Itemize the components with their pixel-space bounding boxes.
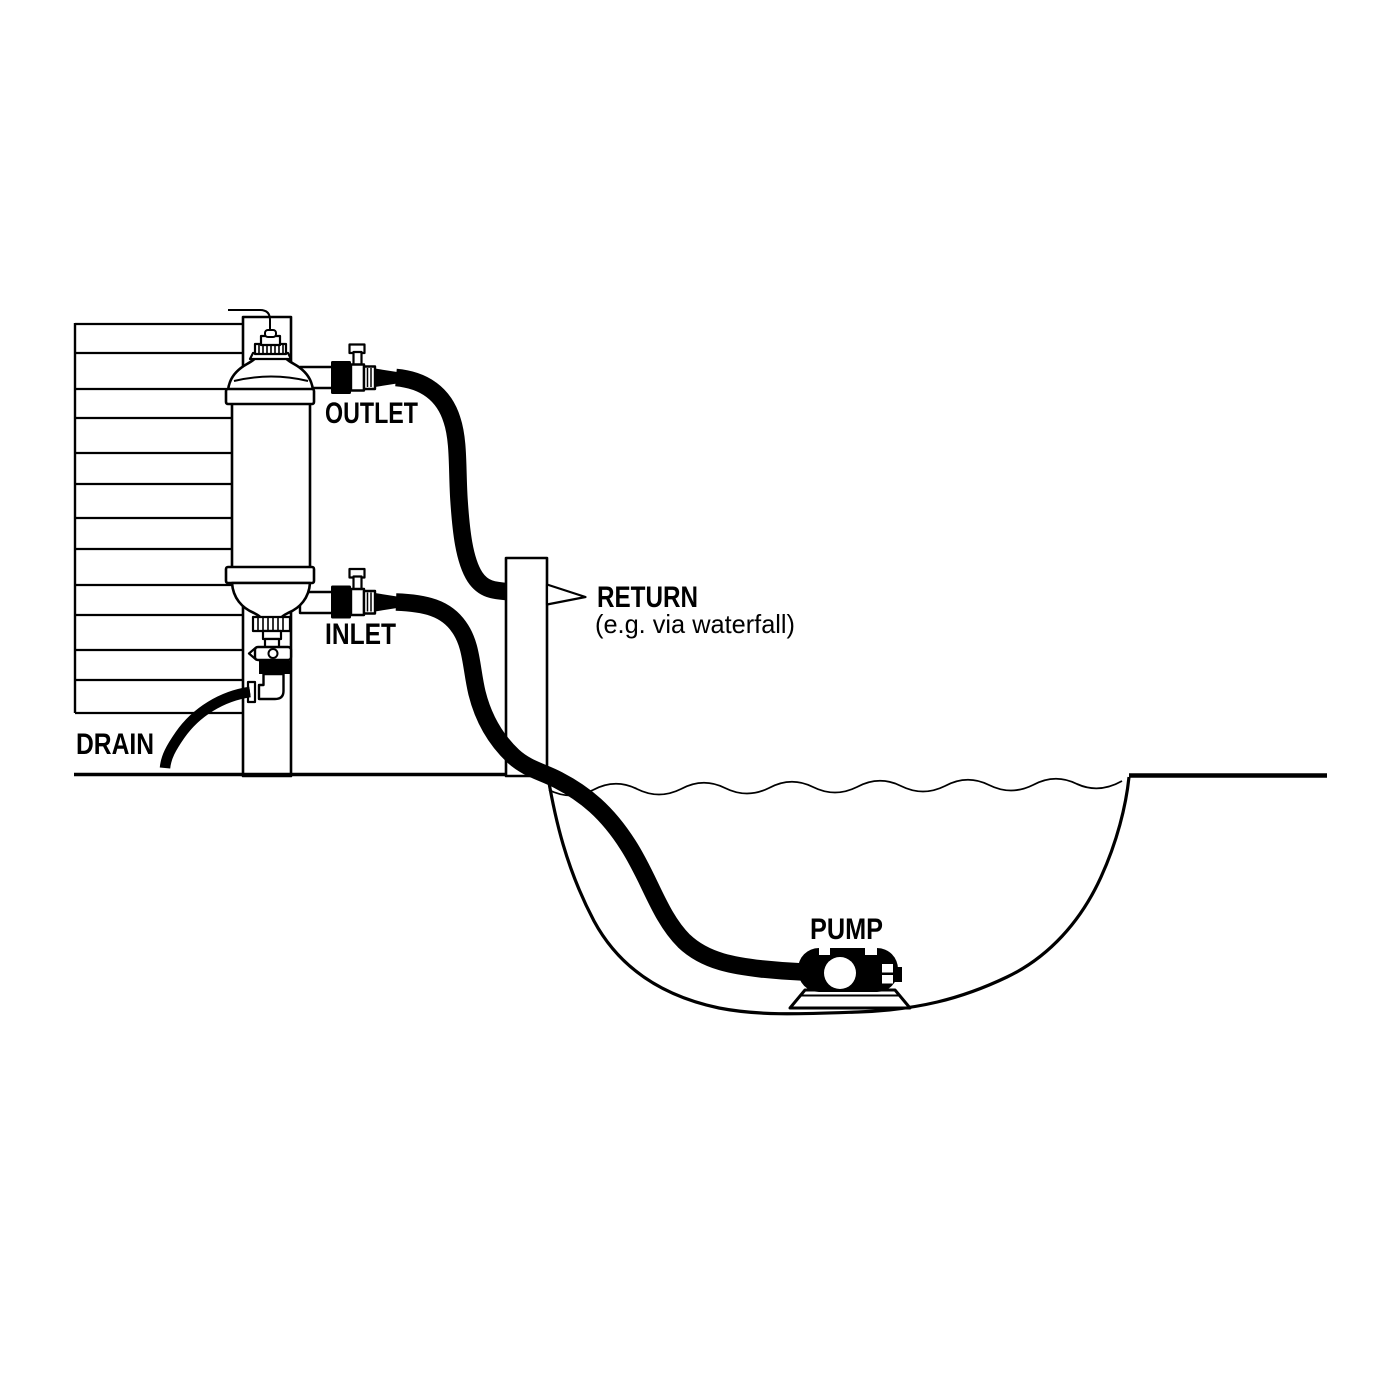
outlet-hose [394,368,515,601]
pump-fitting-lower [882,975,893,984]
pressure-filter [224,329,335,704]
filter-cap-thread-ribs [258,345,284,353]
inlet-union-ribs [366,592,372,612]
drain-valve-knob [267,648,279,659]
return-label: RETURN [597,581,698,614]
labels: OUTLET INLET DRAIN RETURN (e.g. via wate… [76,397,883,946]
return-pillar-body [504,556,549,778]
outlet-union-collar [362,365,377,391]
filter-bottom-ring [224,565,316,585]
drain-elbow [257,672,285,701]
inlet-hose-barb [375,593,397,612]
filter-body [230,401,312,570]
pump-connector-ribs [807,958,819,986]
inlet-valve-body [349,587,366,617]
inlet-barb-ribs [380,595,393,609]
inlet-label: INLET [325,618,396,651]
drain-hose-outer [159,686,251,769]
pump-label: PUMP [810,913,883,946]
inlet-union-collar [362,589,377,615]
inlet-knurled-ribs [335,588,347,616]
drain-collar-ribs [257,618,284,630]
drain-hose [159,686,251,769]
pump-top-notch-right [865,946,877,955]
drain-knurled-ribs [262,663,285,672]
pump-base [788,988,912,1010]
return-note-label: (e.g. via waterfall) [595,609,795,639]
filter-top-ring [224,387,316,406]
drain-hose-inner [163,689,251,765]
outlet-label: OUTLET [325,397,418,430]
outlet-barb-ribs [380,370,393,385]
return-spout [545,583,587,606]
drain-label: DRAIN [76,728,154,761]
return-pillar [504,556,587,778]
pond-outline [546,776,1131,1016]
inlet-valve-assembly [331,567,397,619]
power-wire [228,309,271,332]
pump-top-notch-left [819,945,830,955]
fence-slats [75,322,244,715]
pump-fitting-upper [882,964,893,973]
outlet-knurled-ribs [335,364,347,391]
filter-cap-tip [264,329,277,338]
drain-stem-upper [261,629,283,641]
filter-top-dome [226,353,315,393]
outlet-hose-barb [375,368,397,387]
inlet-hose [395,593,804,981]
pump [788,945,912,1010]
water-surface-wave [548,777,1123,797]
fence-wall [73,322,244,715]
pump-outlet-tab [894,967,902,982]
filter-dome-seam [233,375,309,382]
pump-impeller-window [824,957,856,989]
outlet-valve-body [349,363,366,392]
outlet-valve-assembly [331,343,397,394]
outlet-union-ribs [366,368,372,387]
